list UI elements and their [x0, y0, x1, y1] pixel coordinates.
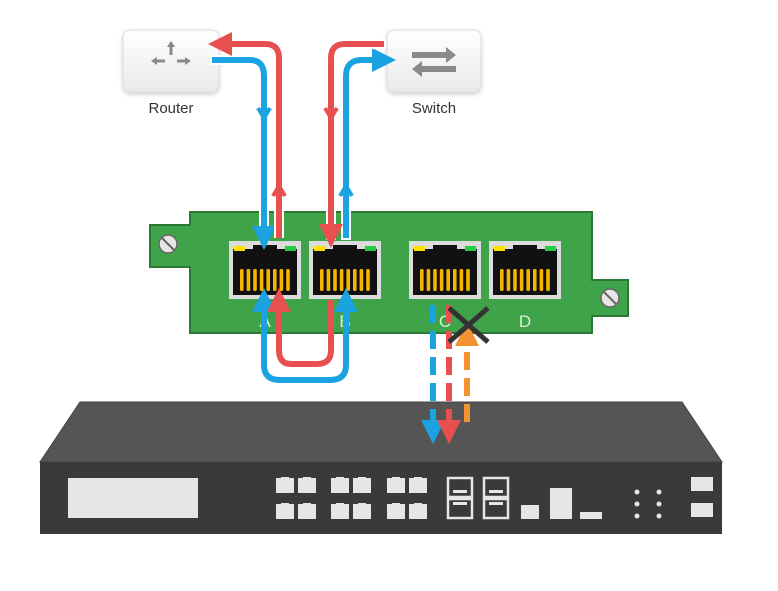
flow-under-card-red [267, 288, 334, 367]
appliance-ethernet-port [276, 503, 294, 519]
appliance-ethernet-port [387, 477, 405, 493]
port-led-yellow [414, 246, 425, 251]
appliance-ethernet-port [353, 503, 371, 519]
port-pin [526, 269, 530, 291]
switch-label: Switch [412, 100, 456, 117]
appliance-led-block [521, 505, 539, 519]
appliance-ethernet-port [387, 503, 405, 519]
flow-lines [208, 31, 490, 444]
port-led-yellow [314, 246, 325, 251]
port-pin [273, 269, 277, 291]
port-pin [339, 269, 344, 291]
port-pin [426, 269, 431, 291]
port-led-green [545, 246, 556, 251]
port-pin [286, 269, 290, 291]
port-pin [539, 269, 544, 291]
network-appliance [39, 401, 723, 534]
port-pin [533, 269, 537, 291]
port-pin [346, 269, 350, 291]
appliance-button [550, 488, 572, 519]
port-pin [359, 269, 364, 291]
port-led-green [465, 246, 476, 251]
port-label-d: D [519, 312, 531, 331]
appliance-slot [580, 512, 602, 519]
port-pin [366, 269, 370, 291]
port-pin [240, 269, 244, 291]
appliance-sfp-port [482, 497, 510, 520]
router-label: Router [148, 100, 193, 117]
appliance-ethernet-port [276, 477, 294, 493]
flow-direction-markers [256, 106, 354, 198]
port-pin [466, 269, 470, 291]
appliance-ethernet-port [331, 477, 349, 493]
port-led-green [285, 246, 296, 251]
port-pin [326, 269, 331, 291]
port-pin [500, 269, 504, 291]
router-device: Router [122, 29, 220, 117]
port-pin [253, 269, 257, 291]
appliance-ethernet-port [298, 503, 316, 519]
screw-icon [600, 288, 620, 308]
appliance-port-panel [276, 476, 510, 520]
port-pin [506, 269, 511, 291]
port-pin [519, 269, 524, 291]
appliance-sfp-port [482, 476, 510, 499]
port-pin [353, 269, 357, 291]
switch-box [386, 29, 482, 93]
appliance-sfp-port [446, 497, 474, 520]
port-pin [279, 269, 284, 291]
router-box [122, 29, 220, 93]
port-pin [246, 269, 251, 291]
port-pin [446, 269, 450, 291]
port-pin [453, 269, 457, 291]
port-led-green [365, 246, 376, 251]
flow-switch-loop-up [343, 48, 396, 238]
switch-device: Switch [386, 29, 482, 117]
appliance-sfp-latch [453, 490, 467, 493]
rj45-port-c: C [409, 241, 481, 331]
port-pin [320, 269, 324, 291]
appliance-console-ports [691, 477, 713, 517]
port-pin [433, 269, 437, 291]
port-pin [546, 269, 550, 291]
appliance-top [39, 401, 723, 463]
port-pin [513, 269, 517, 291]
rj45-port-d: D [489, 241, 561, 331]
flow-under-card-blue [252, 288, 358, 383]
appliance-ethernet-port [298, 477, 316, 493]
appliance-ethernet-port [353, 477, 371, 493]
flow-switch-loop-down [319, 41, 384, 248]
appliance-ethernet-port [409, 503, 427, 519]
port-pin [259, 269, 264, 291]
appliance-display [68, 478, 198, 518]
flow-router-loop-up [208, 31, 282, 238]
port-led-yellow [494, 246, 505, 251]
port-pin [439, 269, 444, 291]
router-icon [151, 41, 191, 65]
port-led-yellow [234, 246, 245, 251]
flow-router-loop-up [222, 39, 284, 238]
flow-switch-loop-down [326, 39, 386, 240]
screw-icon [158, 234, 178, 254]
appliance-ethernet-port [409, 477, 427, 493]
appliance-sfp-latch [489, 502, 503, 505]
appliance-sfp-port [446, 476, 474, 499]
port-pin [459, 269, 464, 291]
switch-icon [412, 47, 456, 77]
appliance-status-leds [634, 489, 662, 519]
port-pin [333, 269, 337, 291]
blocked-x-icon [447, 306, 490, 344]
appliance-sfp-latch [453, 502, 467, 505]
port-pin [420, 269, 424, 291]
appliance-sfp-latch [489, 490, 503, 493]
port-pin [266, 269, 270, 291]
appliance-ethernet-port [331, 503, 349, 519]
flow-router-loop-down [212, 57, 276, 250]
